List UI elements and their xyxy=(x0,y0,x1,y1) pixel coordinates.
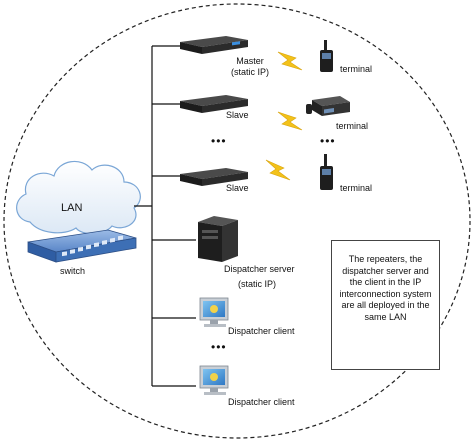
client-ellipsis: ••• xyxy=(211,340,227,354)
lightning-icon-1 xyxy=(277,51,303,71)
lightning-icon-3 xyxy=(265,159,291,181)
pc-icon-2 xyxy=(199,365,229,395)
repeater-ellipsis: ••• xyxy=(211,134,227,148)
lightning-icon-2 xyxy=(277,111,303,131)
repeater-slave-1-icon xyxy=(180,95,248,113)
switch-label: switch xyxy=(60,266,86,276)
slave-2-label: Slave xyxy=(226,183,249,193)
dispatcher-client-label-1: Dispatcher client xyxy=(228,326,295,336)
mobile-radio-icon xyxy=(306,96,350,116)
terminal-ellipsis: ••• xyxy=(320,134,336,148)
lan-boundary xyxy=(3,3,471,439)
pc-icon-1 xyxy=(199,297,229,327)
dispatcher-client-label-2: Dispatcher client xyxy=(228,397,295,407)
lan-label: LAN xyxy=(61,202,83,214)
switch-icon xyxy=(27,229,137,263)
deployment-note: The repeaters, the dispatcher server and… xyxy=(331,240,440,370)
lan-cloud-icon xyxy=(16,160,141,235)
terminal-label-1: terminal xyxy=(340,64,373,74)
terminal-label-3: terminal xyxy=(340,183,373,193)
repeater-master-icon xyxy=(180,36,248,54)
handheld-radio-icon-2 xyxy=(320,154,333,190)
repeater-slave-2-icon xyxy=(180,168,248,186)
master-label: Master xyxy=(236,56,264,66)
server-tower-icon xyxy=(198,216,238,262)
dispatcher-server-ip-label: (static IP) xyxy=(238,279,277,289)
network-bus xyxy=(134,45,196,387)
handheld-radio-icon-1 xyxy=(320,40,333,72)
dispatcher-server-label: Dispatcher server xyxy=(224,264,295,274)
master-ip-label: (static IP) xyxy=(230,67,269,77)
terminal-label-2: terminal xyxy=(336,121,369,131)
slave-1-label: Slave xyxy=(226,110,249,120)
